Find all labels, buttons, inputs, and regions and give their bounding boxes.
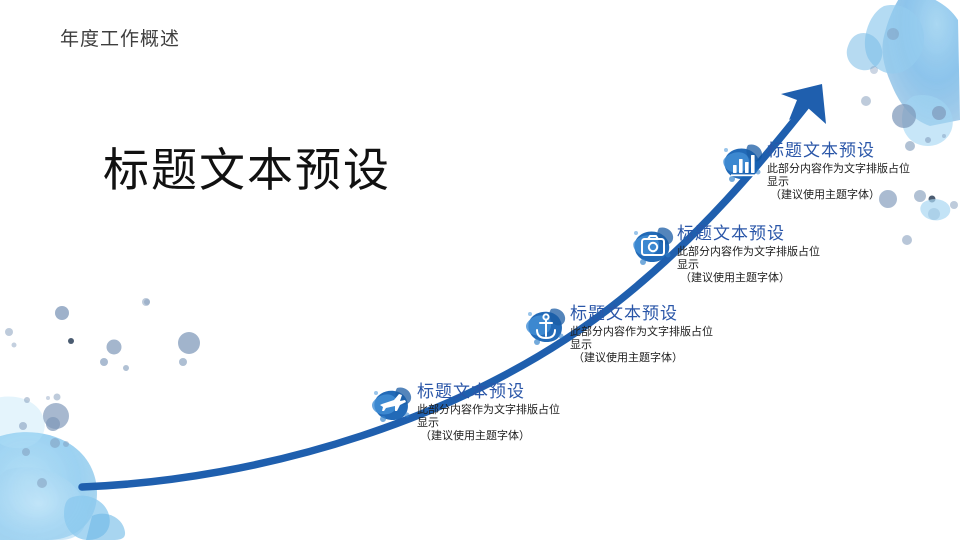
node-4-body-line-1: 此部分内容作为文字排版占位	[767, 163, 910, 175]
bar-chart-icon	[723, 144, 763, 182]
node-1-body-line-2: 显示	[417, 417, 439, 429]
node-3-body-line-2: 显示	[677, 259, 699, 271]
node-4-body-line-3: （建议使用主题字体）	[770, 189, 880, 201]
node-1-heading: 标题文本预设	[417, 382, 525, 401]
main-title: 标题文本预设	[103, 145, 391, 196]
node-2-text-block: 标题文本预设 此部分内容作为文字排版占位 显示 （建议使用主题字体）	[570, 304, 713, 365]
node-3-heading: 标题文本预设	[677, 224, 785, 243]
anchor-icon	[526, 308, 566, 345]
node-2-heading: 标题文本预设	[570, 304, 678, 323]
node-1-text-block: 标题文本预设 此部分内容作为文字排版占位 显示 （建议使用主题字体）	[417, 382, 560, 443]
node-1-body-line-1: 此部分内容作为文字排版占位	[417, 404, 560, 416]
node-2-body-line-3: （建议使用主题字体）	[573, 352, 683, 364]
airplane-icon	[372, 387, 412, 422]
node-2-body-line-1: 此部分内容作为文字排版占位	[570, 326, 713, 338]
node-1-body-line-3: （建议使用主题字体）	[420, 430, 530, 442]
node-4-heading: 标题文本预设	[767, 141, 875, 160]
node-3-body-line-1: 此部分内容作为文字排版占位	[677, 246, 820, 258]
camera-icon	[633, 227, 674, 265]
node-2-body-line-2: 显示	[570, 339, 592, 351]
node-3-text-block: 标题文本预设 此部分内容作为文字排版占位 显示 （建议使用主题字体）	[677, 224, 820, 285]
page-title: 年度工作概述	[60, 29, 181, 50]
node-4-body-line-2: 显示	[767, 176, 789, 188]
node-3-body-line-3: （建议使用主题字体）	[680, 272, 790, 284]
node-4-text-block: 标题文本预设 此部分内容作为文字排版占位 显示 （建议使用主题字体）	[767, 141, 910, 202]
